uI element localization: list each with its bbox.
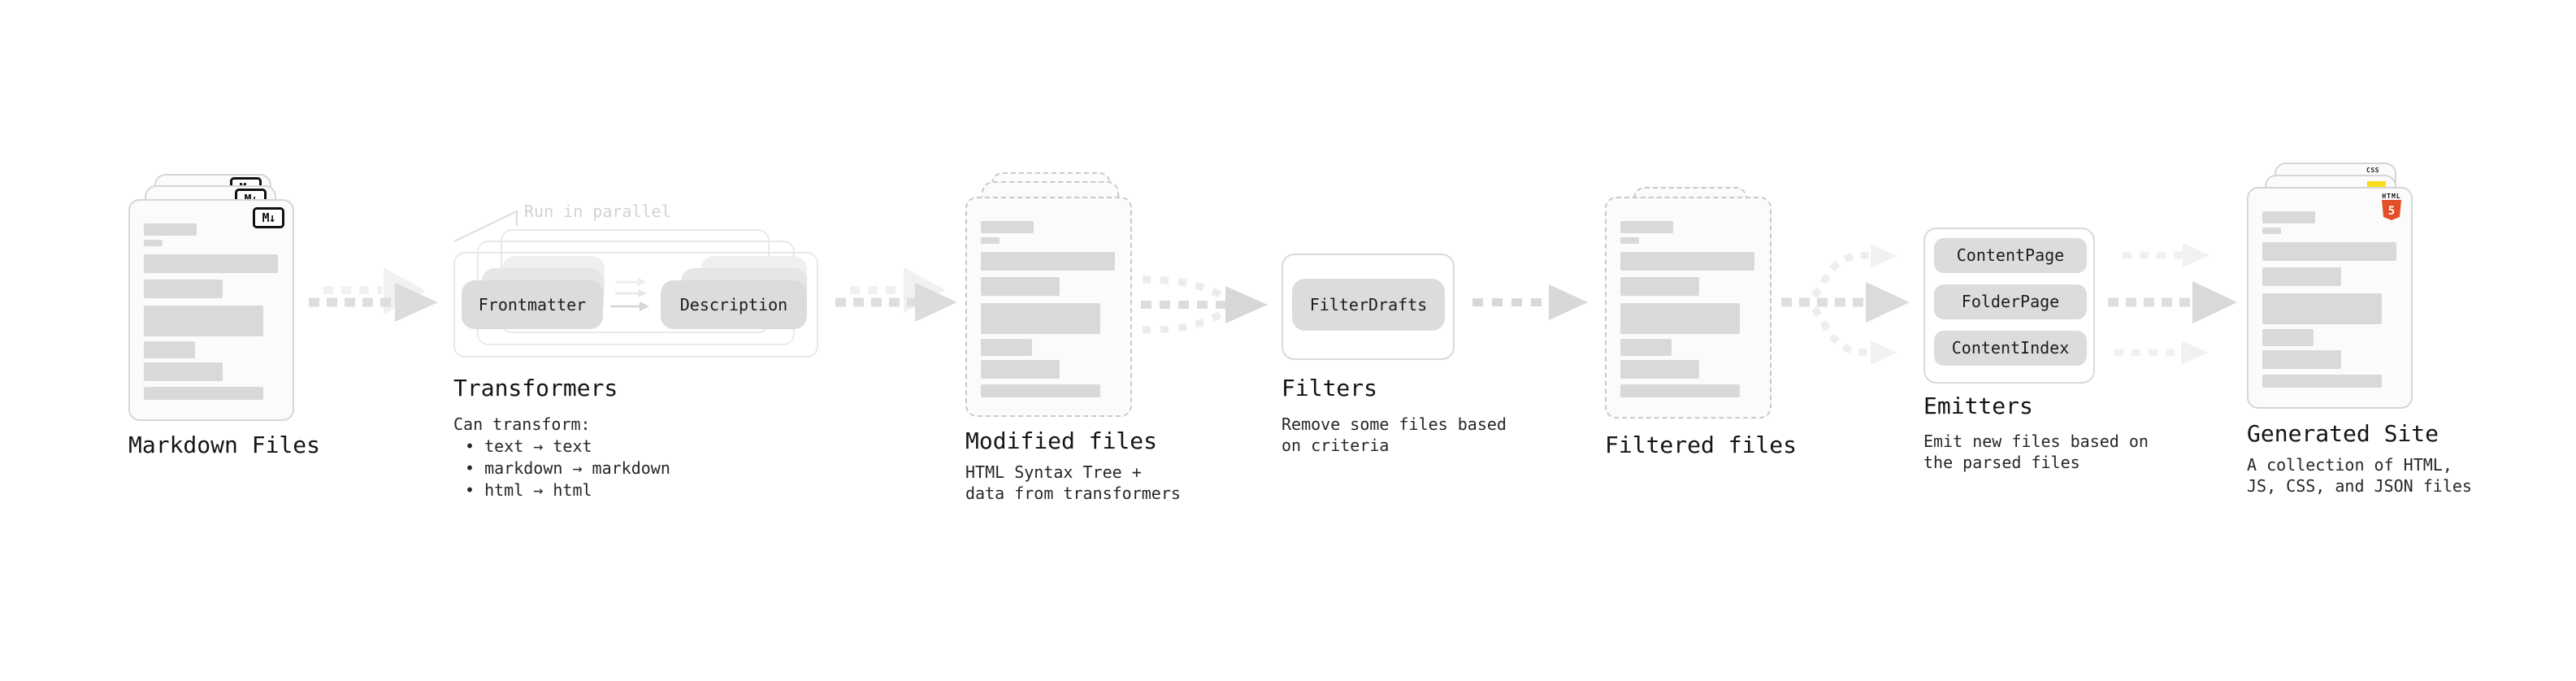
html5-badge-label: HTML (2382, 193, 2401, 200)
description-line: on criteria (1281, 435, 1390, 455)
placeholder-bar (981, 339, 1032, 356)
description-line: Can transform: (453, 414, 591, 434)
emitter-pill-folderpage: FolderPage (1934, 284, 2087, 319)
placeholder-bar (1620, 252, 1754, 271)
bullet-item: • text → text (465, 436, 592, 456)
css-badge-label: CSS (2366, 167, 2379, 174)
description-line: Remove some files based (1281, 414, 1507, 434)
file-content-placeholder (1620, 221, 1756, 397)
placeholder-bar (144, 387, 263, 400)
placeholder-bar (2262, 242, 2396, 261)
file-content-placeholder (2262, 211, 2397, 388)
transformer-pill-description: Description (661, 280, 807, 329)
placeholder-bar (1620, 384, 1740, 397)
description-line: Emit new files based on (1923, 432, 2149, 451)
arrow-frontmatter-to-description (610, 278, 649, 311)
placeholder-bar (981, 277, 1060, 296)
placeholder-bar (144, 280, 223, 298)
generated-site-description: A collection of HTML, JS, CSS, and JSON … (2247, 455, 2472, 497)
node-title-emitters: Emitters (1923, 393, 2033, 419)
modified-file-card (965, 197, 1132, 417)
node-title-markdown-files: Markdown Files (128, 432, 321, 458)
arrow-filtered-to-emitters (1781, 244, 1910, 365)
run-in-parallel-leader-line (453, 210, 518, 242)
generated-file-card: HTML 5 (2247, 187, 2413, 409)
description-line: HTML Syntax Tree + (965, 462, 1142, 482)
placeholder-bar (2262, 293, 2382, 324)
node-title-generated-site: Generated Site (2247, 420, 2439, 447)
filter-pill-filterdrafts: FilterDrafts (1292, 279, 1445, 331)
placeholder-bar (2262, 211, 2315, 223)
svg-text:5: 5 (2388, 205, 2395, 218)
description-line: the parsed files (1923, 453, 2080, 472)
arrow-filters-to-filtered (1472, 284, 1588, 320)
file-content-placeholder (144, 223, 279, 400)
bullet-item: • html → html (465, 480, 592, 500)
node-title-filters: Filters (1281, 375, 1378, 401)
arrow-emitters-to-generated (2108, 243, 2237, 365)
html5-icon: HTML 5 (2379, 193, 2404, 223)
node-title-transformers: Transformers (453, 375, 618, 401)
placeholder-bar (1620, 360, 1699, 379)
emitters-description: Emit new files based on the parsed files (1923, 431, 2149, 473)
placeholder-bar (981, 303, 1100, 334)
arrow-markdown-to-transformers (309, 267, 438, 322)
bullet-item: • markdown → markdown (465, 458, 670, 478)
html5-shield: 5 (2382, 200, 2401, 220)
placeholder-bar (2262, 375, 2382, 388)
markdown-file-card: M↓ (128, 199, 294, 421)
node-title-modified-files: Modified files (965, 427, 1158, 454)
placeholder-bar (2262, 329, 2314, 346)
transformers-description: Can transform: • text → text • markdown … (453, 414, 670, 501)
filters-description: Remove some files based on criteria (1281, 414, 1507, 456)
placeholder-bar (1620, 303, 1740, 334)
transformer-panel (453, 252, 818, 358)
placeholder-bar (144, 306, 263, 336)
placeholder-bar (981, 237, 1000, 244)
placeholder-bar (144, 223, 197, 236)
placeholder-bar (1620, 237, 1639, 244)
transformer-pill-frontmatter: Frontmatter (462, 280, 603, 329)
node-title-filtered-files: Filtered files (1605, 432, 1798, 458)
placeholder-bar (1620, 339, 1672, 356)
placeholder-bar (2262, 228, 2281, 234)
emitter-pill-contentindex: ContentIndex (1934, 331, 2087, 366)
placeholder-bar (2262, 267, 2341, 286)
description-line: data from transformers (965, 483, 1181, 503)
placeholder-bar (2262, 350, 2341, 369)
run-in-parallel-annotation: Run in parallel (524, 202, 671, 221)
filtered-file-card (1605, 197, 1772, 419)
placeholder-bar (144, 240, 163, 246)
placeholder-bar (981, 221, 1034, 233)
placeholder-bar (981, 384, 1100, 397)
arrow-transformers-to-modified (835, 267, 957, 322)
placeholder-bar (981, 360, 1060, 379)
modified-files-description: HTML Syntax Tree + data from transformer… (965, 462, 1181, 504)
placeholder-bar (144, 341, 195, 358)
description-line: JS, CSS, and JSON files (2247, 475, 2472, 496)
placeholder-bar (144, 254, 278, 273)
markdown-icon: M↓ (253, 207, 284, 228)
placeholder-bar (1620, 277, 1699, 296)
file-content-placeholder (981, 221, 1117, 397)
placeholder-bar (981, 252, 1115, 271)
arrow-modified-to-filters (1141, 275, 1268, 334)
placeholder-bar (1620, 221, 1673, 233)
emitter-pill-contentpage: ContentPage (1934, 238, 2087, 273)
placeholder-bar (144, 362, 223, 381)
description-line: A collection of HTML, (2247, 455, 2452, 475)
